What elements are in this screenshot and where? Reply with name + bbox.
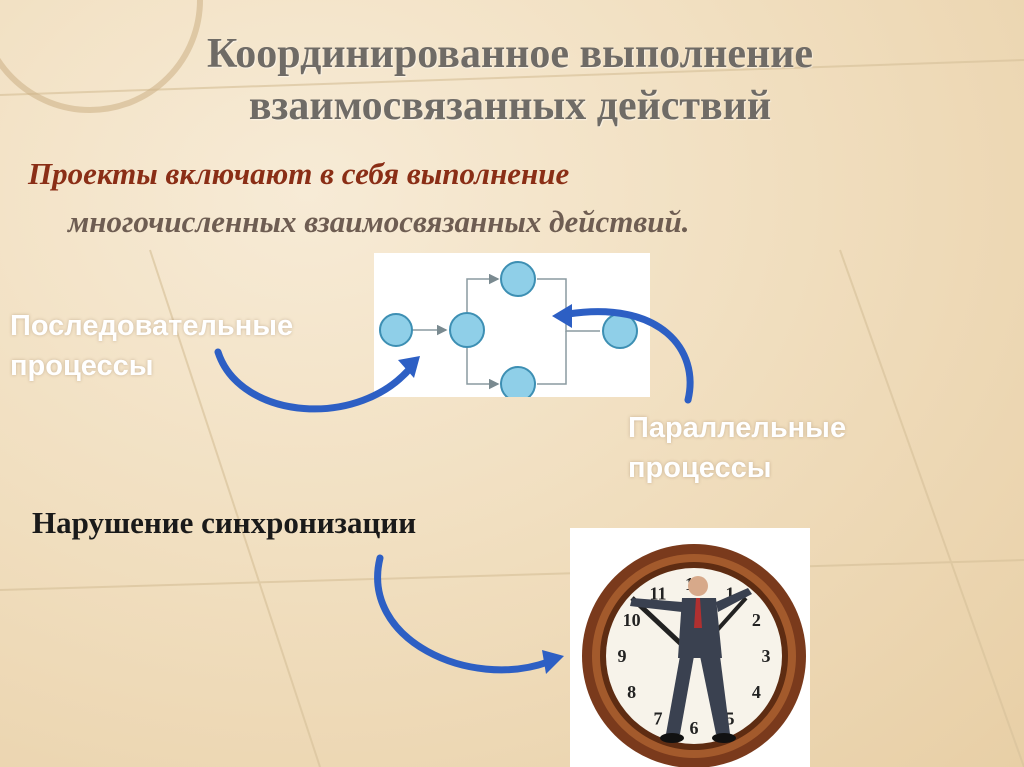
clock-man-image: 121234567891011 (582, 544, 806, 767)
man-figure (630, 576, 752, 743)
edge-d-e (537, 331, 567, 385)
process-node (449, 312, 485, 348)
clock-numeral: 6 (690, 718, 699, 738)
edge-c-e (537, 278, 600, 332)
clock-numeral: 10 (623, 610, 641, 630)
subtitle: Проекты включают в себя выполнение много… (28, 150, 928, 246)
process-node (602, 313, 638, 349)
parallel-line-1: Параллельные (628, 412, 847, 444)
arrow-to-clock (374, 554, 564, 674)
edge-b-d (466, 348, 500, 390)
clock-numeral: 4 (752, 682, 761, 702)
sequential-processes-label: Последовательные процессы (10, 306, 293, 386)
clock-numeral: 2 (752, 610, 761, 630)
process-node (379, 313, 413, 347)
clock-numeral: 9 (618, 646, 627, 666)
process-node (500, 366, 536, 402)
slide-title: Координированное выполнение взаимосвязан… (60, 28, 960, 132)
process-node (500, 261, 536, 297)
clock-illustration: 121234567891011 (570, 528, 810, 767)
process-graph (379, 261, 638, 402)
process-diagram (374, 253, 650, 402)
clock-numeral: 1 (726, 584, 735, 604)
clock-numeral: 8 (627, 682, 636, 702)
parallel-line-2: процессы (628, 452, 772, 484)
subtitle-line-1: Проекты включают в себя выполнение (28, 156, 570, 191)
sequential-line-1: Последовательные (10, 310, 294, 342)
desync-heading: Нарушение синхронизации (32, 505, 417, 540)
edge-b-c (466, 273, 500, 312)
title-line-2: взаимосвязанных действий (248, 83, 772, 129)
sequential-line-2: процессы (10, 350, 154, 382)
clock-numeral: 3 (762, 646, 771, 666)
clock-numeral: 7 (654, 708, 663, 728)
clock-numeral: 11 (649, 584, 666, 604)
subtitle-line-2: многочисленных взаимосвязанных действий. (68, 204, 690, 239)
clock-numeral: 5 (726, 708, 735, 728)
parallel-processes-label: Параллельные процессы (628, 408, 846, 488)
title-line-1: Координированное выполнение (206, 31, 814, 77)
